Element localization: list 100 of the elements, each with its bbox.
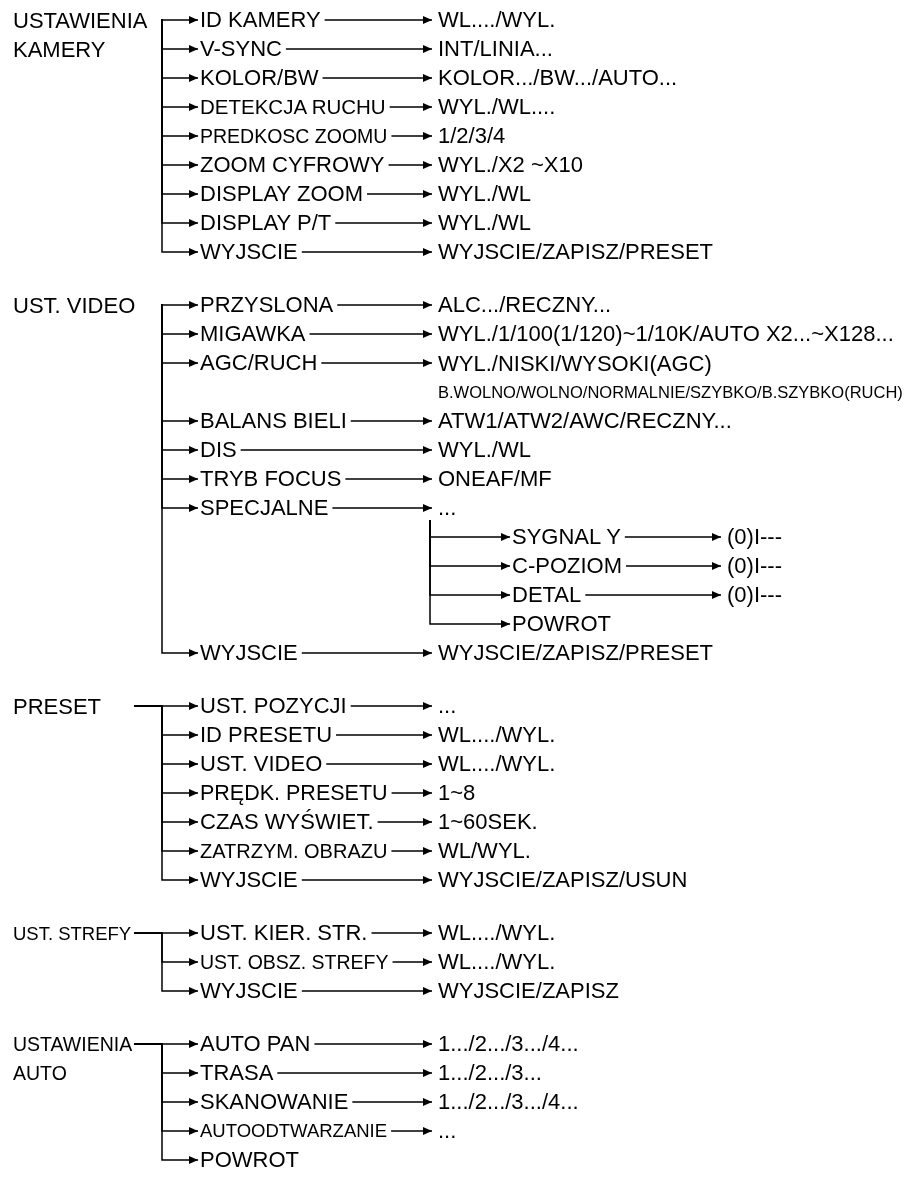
menu-item: ZATRZYM. OBRAZU bbox=[200, 840, 388, 862]
menu-item: DISPLAY ZOOM bbox=[200, 183, 363, 205]
option-values: WYJSCIE/ZAPISZ bbox=[438, 980, 619, 1002]
arrow bbox=[376, 818, 433, 826]
option-values: WYL./WL bbox=[438, 439, 531, 461]
option-values: WL..../WYL. bbox=[438, 724, 556, 746]
menu-heading: USTAWIENIA KAMERY bbox=[13, 5, 158, 64]
menu-item: WYJSCIE bbox=[200, 869, 298, 891]
arrow bbox=[285, 45, 433, 53]
menu-item: POWROT bbox=[200, 1149, 299, 1171]
option-values: 1~8 bbox=[438, 782, 476, 804]
arrow bbox=[390, 1127, 433, 1135]
menu-item: ID PRESETU bbox=[200, 724, 333, 746]
option-values: INT/LINIA... bbox=[438, 38, 553, 60]
option-values: 1/2/3/4 bbox=[438, 125, 506, 147]
arrow bbox=[323, 16, 433, 24]
arrow bbox=[160, 304, 199, 657]
option-values: WL..../WYL. bbox=[438, 753, 556, 775]
option-values: WYJSCIE/ZAPISZ/PRESET bbox=[438, 241, 714, 263]
option-values: ATW1/ATW2/AWC/RECZNY... bbox=[438, 410, 732, 432]
arrow bbox=[390, 847, 433, 855]
menu-item: KOLOR/BW bbox=[200, 67, 319, 89]
arrow bbox=[239, 446, 433, 454]
arrow bbox=[387, 161, 433, 169]
option-values: WYL./WL.... bbox=[438, 96, 556, 118]
option-values: (0)I--- bbox=[727, 555, 782, 577]
option-values: ... bbox=[438, 695, 457, 717]
option-values: WYL./X2 ~X10 bbox=[438, 154, 583, 176]
option-values: WYJSCIE/ZAPISZ/USUN bbox=[438, 869, 688, 891]
menu-heading: PRESET bbox=[13, 691, 131, 721]
menu-item: AUTO PAN bbox=[200, 1033, 311, 1055]
option-values: 1.../2.../3.../4... bbox=[438, 1033, 579, 1055]
arrow bbox=[584, 591, 722, 599]
menu-item: WYJSCIE bbox=[200, 241, 298, 263]
arrow bbox=[276, 1069, 433, 1077]
menu-item: ZOOM CYFROWY bbox=[200, 154, 385, 176]
menu-item: DISPLAY P/T bbox=[200, 212, 332, 234]
menu-item: UST. OBSZ. STREFY bbox=[200, 951, 389, 973]
option-values: WYL./1/100(1/120)~1/10K/AUTO X2...~X128... bbox=[438, 323, 894, 345]
arrow bbox=[325, 760, 433, 768]
arrow bbox=[334, 219, 433, 227]
option-values: ... bbox=[438, 497, 457, 519]
submenu-item: C-POZIOM bbox=[512, 555, 622, 577]
arrow bbox=[301, 876, 433, 884]
arrow bbox=[391, 958, 433, 966]
arrow bbox=[160, 16, 199, 24]
arrow bbox=[366, 190, 433, 198]
option-values: WL..../WYL. bbox=[438, 9, 556, 31]
arrow bbox=[308, 330, 433, 338]
option-values: 1~60SEK. bbox=[438, 811, 538, 833]
arrow bbox=[313, 1040, 433, 1048]
arrow bbox=[133, 1043, 199, 1164]
menu-item: MIGAWKA bbox=[200, 323, 306, 345]
submenu-item: SYGNAL Y bbox=[512, 526, 621, 548]
menu-item: CZAS WYŚWIET. bbox=[200, 811, 374, 833]
option-values: ... bbox=[438, 1120, 457, 1142]
menu-item: AUTOODTWARZANIE bbox=[200, 1120, 388, 1142]
menu-item: PREDKOSC ZOOMU bbox=[200, 125, 388, 147]
menu-item: SPECJALNE bbox=[200, 497, 329, 519]
menu-heading: USTAWIENIA AUTO bbox=[13, 1029, 131, 1088]
arrow bbox=[301, 649, 433, 657]
option-values: KOLOR.../BW.../AUTO... bbox=[438, 67, 678, 89]
option-values: WL..../WYL. bbox=[438, 922, 556, 944]
arrow bbox=[344, 475, 433, 483]
arrow bbox=[625, 562, 722, 570]
submenu-item: DETAL bbox=[512, 584, 582, 606]
option-values: WYJSCIE/ZAPISZ/PRESET bbox=[438, 642, 714, 664]
arrow bbox=[321, 74, 433, 82]
option-values: WL/WYL. bbox=[438, 840, 531, 862]
arrow bbox=[336, 301, 433, 309]
option-values: WYL./NISKI/WYSOKI(AGC) bbox=[438, 349, 713, 378]
menu-item: V-SYNC bbox=[200, 38, 282, 60]
arrow bbox=[624, 533, 722, 541]
menu-item: ID KAMERY bbox=[200, 9, 321, 31]
arrow bbox=[335, 731, 433, 739]
menu-item: PRZYSLONA bbox=[200, 294, 334, 316]
arrow bbox=[370, 929, 433, 937]
menu-heading: UST. VIDEO bbox=[13, 290, 158, 320]
arrow bbox=[349, 702, 433, 710]
menu-item: AGC/RUCH bbox=[200, 352, 318, 374]
arrow bbox=[390, 132, 433, 140]
menu-item: SKANOWANIE bbox=[200, 1091, 349, 1113]
menu-item: UST. KIER. STR. bbox=[200, 922, 368, 944]
option-values: ALC.../RECZNY... bbox=[438, 294, 612, 316]
menu-item: DETEKCJA RUCHU bbox=[200, 96, 386, 118]
option-values: WYL./WL bbox=[438, 212, 531, 234]
arrow bbox=[350, 417, 433, 425]
arrow bbox=[301, 248, 433, 256]
option-values: WL..../WYL. bbox=[438, 951, 556, 973]
option-values: (0)I--- bbox=[727, 526, 782, 548]
menu-item: PRĘDK. PRESETU bbox=[200, 782, 388, 804]
option-values: (0)I--- bbox=[727, 584, 782, 606]
menu-heading: UST. STREFY bbox=[13, 918, 131, 948]
arrow bbox=[390, 789, 433, 797]
menu-item: DIS bbox=[200, 439, 237, 461]
option-values: B.WOLNO/WOLNO/NORMALNIE/SZYBKO/B.SZYBKO(RUCH) bbox=[438, 381, 903, 403]
menu-item: TRASA bbox=[200, 1062, 274, 1084]
arrow bbox=[429, 519, 511, 628]
menu-item: WYJSCIE bbox=[200, 980, 298, 1002]
arrow bbox=[331, 504, 433, 512]
